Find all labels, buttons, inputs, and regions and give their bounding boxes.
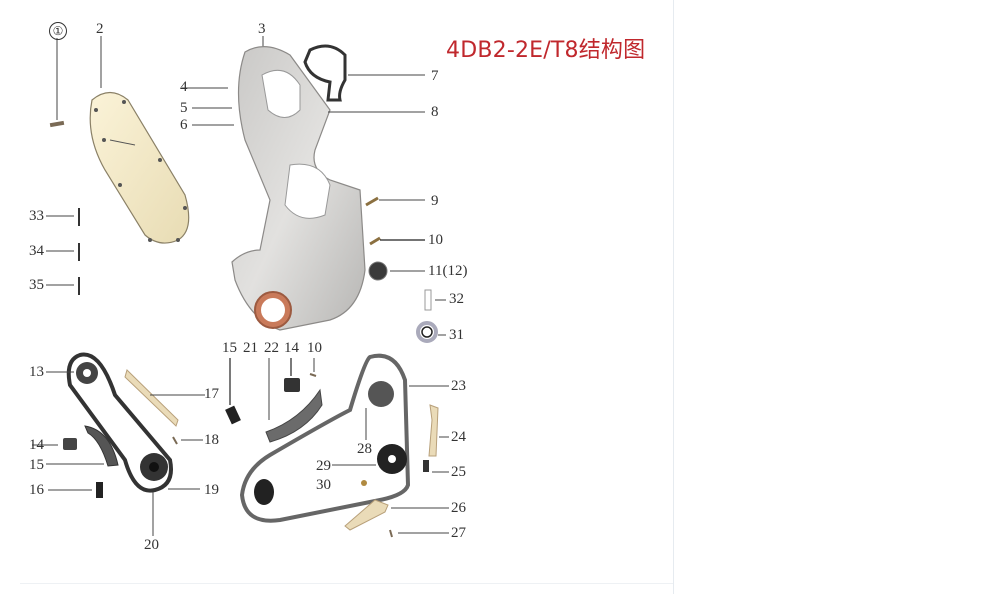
callout-7: 7 [431, 68, 439, 84]
callout-35: 35 [29, 277, 44, 293]
callout-5: 5 [180, 100, 188, 116]
callout-13: 13 [29, 364, 44, 380]
part-1-bolt [49, 38, 65, 128]
callout-16: 16 [29, 482, 44, 498]
callout-15-lower: 15 [29, 457, 44, 473]
callout-19: 19 [204, 482, 219, 498]
callout-4: 4 [180, 79, 188, 95]
callout-30: 30 [316, 477, 331, 493]
part-33-35-bolts [46, 208, 80, 295]
callout-3: 3 [258, 21, 266, 37]
image-bottom-edge [20, 583, 673, 584]
callout-34: 34 [29, 243, 44, 259]
callout-9: 9 [431, 193, 439, 209]
callout-15-upper: 15 [222, 340, 237, 356]
image-edge-divider [673, 0, 674, 594]
callout-2: 2 [96, 21, 104, 37]
callout-11-12: 11(12) [428, 263, 468, 279]
callout-22: 22 [264, 340, 279, 356]
part-2-upper-cover [89, 36, 190, 244]
callout-8: 8 [431, 104, 439, 120]
callout-25: 25 [451, 464, 466, 480]
part-3-timing-case [182, 36, 366, 331]
callout-31: 31 [449, 327, 464, 343]
part-7-gasket [303, 44, 425, 113]
diagram-title: 4DB2-2E/T8结构图 [446, 38, 646, 63]
callout-10: 10 [428, 232, 443, 248]
callout-14-lower: 14 [29, 437, 44, 453]
callout-24: 24 [451, 429, 466, 445]
lower-chain-assembly [239, 353, 449, 538]
callout-26: 26 [451, 500, 466, 516]
callout-6: 6 [180, 117, 188, 133]
callout-10-lower: 10 [307, 340, 322, 356]
parts-9-11-31-32 [365, 196, 446, 343]
callout-27: 27 [451, 525, 466, 541]
callout-21: 21 [243, 340, 258, 356]
callout-33: 33 [29, 208, 44, 224]
callout-29: 29 [316, 458, 331, 474]
callout-1: ① [49, 22, 67, 40]
callout-32: 32 [449, 291, 464, 307]
middle-tensioner-parts [225, 358, 323, 443]
upper-chain-assembly [32, 352, 205, 536]
callout-14-upper: 14 [284, 340, 299, 356]
callout-28: 28 [357, 441, 372, 457]
callout-17: 17 [204, 386, 219, 402]
callout-18: 18 [204, 432, 219, 448]
callout-23: 23 [451, 378, 466, 394]
callout-20: 20 [144, 537, 159, 553]
